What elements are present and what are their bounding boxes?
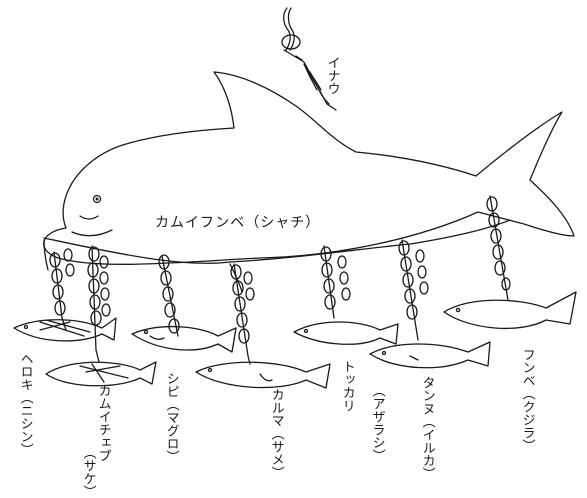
- fish-dolphin: [370, 342, 490, 368]
- seal-sublabel: （アザラシ）: [370, 384, 384, 462]
- fish-whale: [444, 292, 576, 328]
- bead-strand-dolphin: [399, 240, 428, 340]
- bead-strand-seal: [321, 246, 350, 318]
- bead-strand-shark: [231, 264, 254, 364]
- inau-label: イナウ: [325, 56, 339, 95]
- killer-whale-outline: [44, 72, 574, 264]
- fish-seal: [294, 322, 398, 344]
- whale-label: フンベ（クジラ）: [520, 348, 534, 452]
- shark-label: カルマ（サメ）: [269, 388, 283, 479]
- salmon-label: カムイチェプ: [96, 384, 110, 462]
- fish-shark: [196, 362, 330, 388]
- seal-label: トッカリ: [340, 360, 354, 412]
- bead-strand-whale: [487, 196, 510, 300]
- fish-salmon: [46, 362, 156, 386]
- dolphin-label: タンヌ（イルカ）: [420, 376, 434, 480]
- salmon-sublabel: （サケ）: [81, 446, 95, 494]
- killer-whale-label: カムイフンベ（シャチ）: [155, 216, 320, 230]
- tuna-label: シピ（マグロ）: [164, 372, 178, 463]
- herring-label: ヘロキ（ニシン）: [18, 352, 32, 456]
- fish-tuna: [132, 327, 236, 352]
- bead-strand-tuna: [159, 255, 179, 336]
